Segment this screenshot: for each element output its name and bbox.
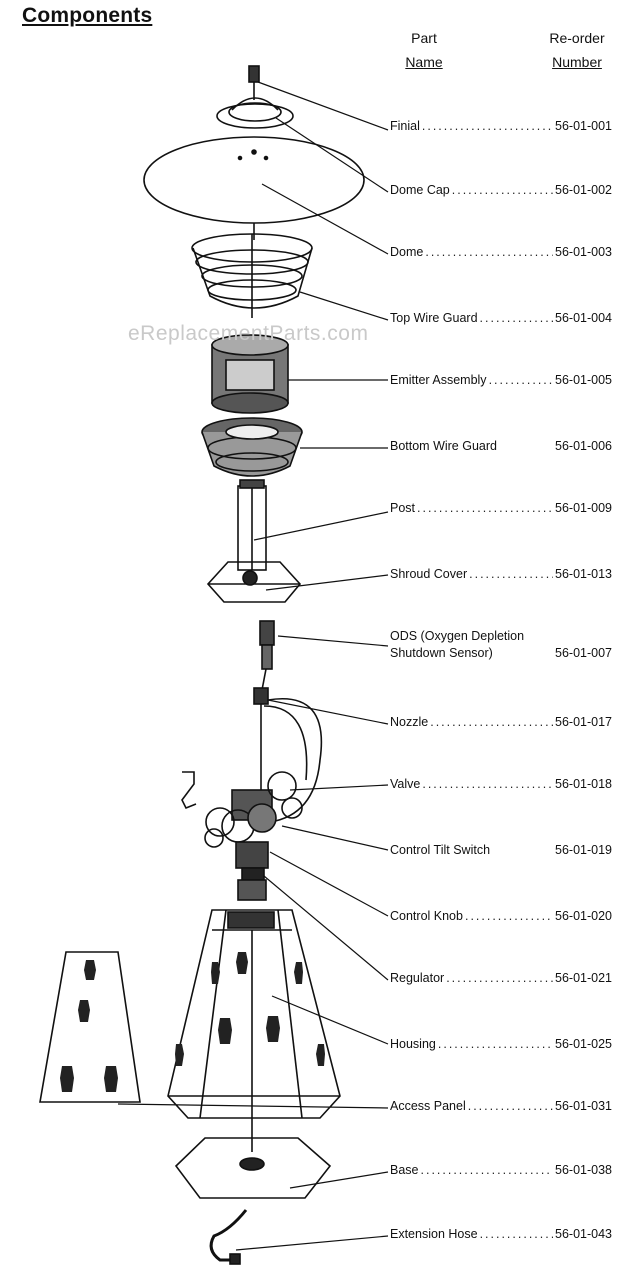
part-number: 56-01-004 <box>555 311 612 325</box>
part-label-control-tilt-switch: Control Tilt Switch 56-01-019 <box>390 842 612 858</box>
part-number: 56-01-019 <box>555 843 612 857</box>
part-label-finial: Finial................................56… <box>390 119 612 133</box>
part-name: Valve <box>390 777 421 791</box>
part-number: 56-01-007 <box>555 646 612 660</box>
part-name: ODS (Oxygen Depletion <box>390 629 525 643</box>
part-number: 56-01-017 <box>555 715 612 729</box>
part-number: 56-01-020 <box>555 909 612 923</box>
part-label-emitter-assembly: Emitter Assembly........................… <box>390 373 612 387</box>
part-name: Housing <box>390 1037 436 1051</box>
part-label-dome: Dome................................56-0… <box>390 245 612 259</box>
bottom-wire-guard-drawing <box>201 417 303 477</box>
column-header-part: Part <box>411 30 437 46</box>
part-name: Emitter Assembly <box>390 373 487 387</box>
emitter-assembly-drawing <box>211 334 289 414</box>
part-name: Control Knob <box>390 909 463 923</box>
housing-drawing <box>167 909 341 1152</box>
part-number: 56-01-009 <box>555 501 612 515</box>
part-name: Shroud Cover <box>390 567 468 581</box>
part-name-line-2: Shutdown Sensor) <box>390 646 493 660</box>
part-name: Dome Cap <box>390 183 450 197</box>
dome-cap-drawing <box>216 97 294 129</box>
part-name: Nozzle <box>390 715 429 729</box>
part-label-valve: Valve................................56-… <box>390 777 612 791</box>
extension-hose-drawing <box>209 1209 248 1265</box>
part-number: 56-01-025 <box>555 1037 612 1051</box>
top-wire-guard-drawing <box>191 233 313 318</box>
part-number: 56-01-021 <box>555 971 612 985</box>
part-label-base: Base................................56-0… <box>390 1163 612 1177</box>
watermark: eReplacementParts.com <box>128 322 369 345</box>
part-name: Regulator <box>390 971 445 985</box>
part-name: Extension Hose <box>390 1227 478 1241</box>
part-label-access-panel: Access Panel............................… <box>390 1099 612 1113</box>
part-label-ods: ODS (Oxygen Depletion Shutdown Sensor) 56… <box>390 628 612 662</box>
dome-drawing <box>143 136 365 224</box>
part-name: Bottom Wire Guard <box>390 439 497 453</box>
post-drawing <box>237 479 267 571</box>
part-label-top-wire-guard: Top Wire Guard..........................… <box>390 311 612 325</box>
part-label-nozzle: Nozzle................................56… <box>390 715 612 729</box>
part-number: 56-01-043 <box>555 1227 612 1241</box>
part-name: Access Panel <box>390 1099 466 1113</box>
valve-drawing <box>181 771 303 848</box>
column-header-number: Number <box>552 54 602 70</box>
part-number: 56-01-001 <box>555 119 612 133</box>
access-panel-drawing <box>39 951 141 1103</box>
part-number: 56-01-031 <box>555 1099 612 1113</box>
part-number: 56-01-005 <box>555 373 612 387</box>
part-label-housing: Housing................................5… <box>390 1037 612 1051</box>
leader-lines <box>117 81 389 1251</box>
part-number: 56-01-006 <box>555 439 612 453</box>
column-header-reorder-number: Re-order Number <box>532 26 620 74</box>
finial-drawing <box>248 65 260 100</box>
part-label-control-knob: Control Knob............................… <box>390 909 612 923</box>
column-header-name: Name <box>405 54 443 70</box>
part-name: Top Wire Guard <box>390 311 478 325</box>
part-name: Dome <box>390 245 424 259</box>
part-number: 56-01-003 <box>555 245 612 259</box>
part-label-extension-hose: Extension Hose..........................… <box>390 1227 612 1241</box>
part-label-dome-cap: Dome Cap................................… <box>390 183 612 197</box>
part-number: 56-01-018 <box>555 777 612 791</box>
part-label-post: Post................................56-0… <box>390 501 612 515</box>
part-label-bottom-wire-guard: Bottom Wire Guard 56-01-006 <box>390 438 612 454</box>
base-drawing <box>174 1137 332 1199</box>
part-name: Base <box>390 1163 419 1177</box>
page-title: Components <box>22 4 153 27</box>
part-number: 56-01-002 <box>555 183 612 197</box>
part-name: Finial <box>390 119 420 133</box>
part-number: 56-01-038 <box>555 1163 612 1177</box>
shroud-cover-drawing <box>206 561 302 603</box>
part-label-regulator: Regulator...............................… <box>390 971 612 985</box>
regulator-drawing <box>235 841 269 901</box>
part-number: 56-01-013 <box>555 567 612 581</box>
part-name: Post <box>390 501 416 515</box>
column-header-part-name: Part Name <box>392 26 456 74</box>
part-label-shroud-cover: Shroud Cover............................… <box>390 567 612 581</box>
ods-drawing <box>259 620 275 691</box>
nozzle-drawing <box>253 687 323 823</box>
column-header-reorder: Re-order <box>549 30 605 46</box>
part-name: Control Tilt Switch <box>390 843 491 857</box>
